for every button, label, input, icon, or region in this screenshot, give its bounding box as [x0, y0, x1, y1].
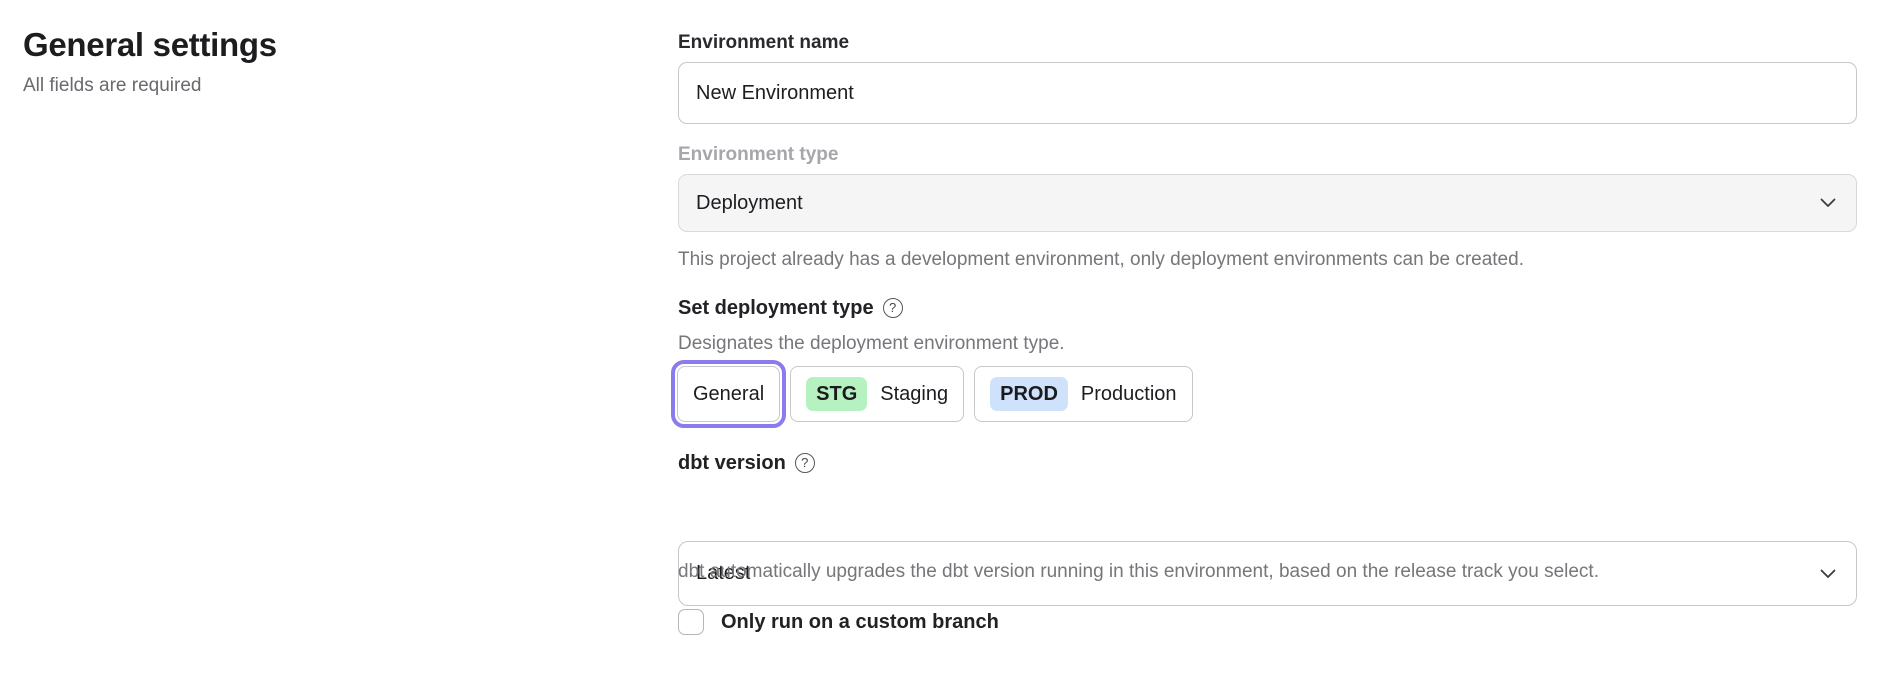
environment-name-label: Environment name [678, 32, 850, 53]
chevron-down-icon [1820, 569, 1836, 579]
environment-type-label: Environment type [678, 144, 839, 165]
custom-branch-row: Only run on a custom branch [678, 609, 1857, 635]
deployment-type-section: Set deployment type ? [678, 296, 1857, 320]
general-option-label: General [693, 382, 765, 405]
deployment-type-description: Designates the deployment environment ty… [678, 333, 1065, 354]
deployment-type-options: General STG Staging PROD Production [671, 360, 1857, 428]
environment-type-value: Deployment [696, 191, 803, 214]
chevron-down-icon [1820, 198, 1836, 208]
environment-name-input[interactable] [678, 62, 1857, 124]
custom-branch-label[interactable]: Only run on a custom branch [721, 610, 999, 633]
production-option-label: Production [1080, 382, 1177, 405]
dbt-version-helper: dbt automatically upgrades the dbt versi… [678, 561, 1599, 582]
settings-form: Environment name Environment type Deploy… [671, 0, 1857, 678]
staging-badge: STG [806, 377, 868, 411]
custom-branch-checkbox[interactable] [678, 609, 704, 635]
dbt-version-section: dbt version ? [678, 451, 1857, 475]
page-subtitle: All fields are required [23, 75, 202, 96]
settings-intro: General settings All fields are required [23, 24, 277, 98]
dbt-version-select[interactable]: Latest [678, 541, 1857, 606]
deployment-type-production-button[interactable]: PROD Production [974, 366, 1193, 422]
page-title: General settings [23, 26, 277, 63]
environment-type-select: Deployment [678, 174, 1857, 232]
help-icon[interactable]: ? [794, 453, 815, 473]
dbt-version-value: Latest [696, 562, 751, 584]
environment-type-helper: This project already has a development e… [678, 249, 1524, 270]
selected-option-ring: General [671, 360, 787, 428]
dbt-version-label: dbt version [678, 452, 786, 474]
staging-option-label: Staging [880, 382, 949, 405]
deployment-type-general-button[interactable]: General [677, 366, 781, 422]
deployment-type-label: Set deployment type [678, 297, 874, 319]
production-badge: PROD [990, 377, 1068, 411]
deployment-type-staging-button[interactable]: STG Staging [790, 366, 965, 422]
help-icon[interactable]: ? [882, 298, 903, 318]
